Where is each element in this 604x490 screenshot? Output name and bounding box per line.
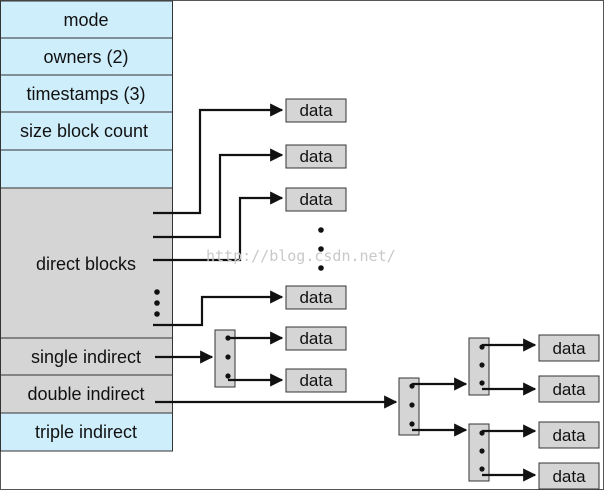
data-block bbox=[538, 334, 600, 362]
index-block bbox=[398, 377, 420, 436]
data-block-label: data bbox=[552, 426, 586, 445]
data-block-label: data bbox=[299, 371, 333, 390]
data-block bbox=[285, 98, 347, 123]
timestamps-label: timestamps (3) bbox=[26, 84, 145, 104]
triple-indirect-label: triple indirect bbox=[35, 422, 137, 442]
index-block bbox=[214, 329, 236, 388]
data-block-label: data bbox=[299, 329, 333, 348]
data-block bbox=[538, 462, 600, 490]
data-block-label: data bbox=[299, 147, 333, 166]
direct-blocks-label: direct blocks bbox=[36, 254, 136, 274]
data-block bbox=[538, 375, 600, 403]
data-block-label: data bbox=[552, 339, 586, 358]
data-block bbox=[285, 285, 347, 310]
double-indirect-structure: data data data data bbox=[155, 334, 600, 490]
watermark: http://blog.csdn.net/ bbox=[206, 247, 396, 265]
data-block bbox=[285, 368, 347, 393]
direct-pointer-last bbox=[153, 290, 284, 327]
size-block-count-cell bbox=[0, 111, 173, 151]
data-block bbox=[538, 421, 600, 449]
data-block-label: data bbox=[552, 467, 586, 486]
mode-label: mode bbox=[63, 10, 108, 30]
data-block-label: data bbox=[299, 288, 333, 307]
size-block-count-label: size block count bbox=[20, 121, 148, 141]
direct-pointers bbox=[153, 103, 284, 327]
direct-pointer-1 bbox=[153, 103, 284, 215]
single-indirect-structure: data data bbox=[155, 326, 347, 393]
double-indirect-cell bbox=[0, 374, 173, 414]
data-block-label: data bbox=[552, 380, 586, 399]
empty-cell bbox=[0, 149, 173, 189]
index-block bbox=[468, 423, 490, 482]
triple-indirect-cell bbox=[0, 412, 173, 452]
data-block bbox=[285, 187, 347, 212]
single-indirect-label: single indirect bbox=[31, 347, 141, 367]
single-indirect-cell bbox=[0, 337, 173, 376]
data-block bbox=[285, 326, 347, 351]
direct-pointer-3 bbox=[153, 191, 284, 262]
direct-blocks-ellipsis bbox=[154, 289, 160, 317]
inode-table: mode owners (2) timestamps (3) size bloc… bbox=[0, 0, 173, 452]
data-block-label: data bbox=[299, 101, 333, 120]
direct-pointer-2 bbox=[153, 148, 284, 239]
owners-label: owners (2) bbox=[43, 47, 128, 67]
timestamps-cell bbox=[0, 74, 173, 113]
direct-data-blocks: data data data data bbox=[285, 98, 347, 310]
data-block-label: data bbox=[299, 190, 333, 209]
data-blocks-ellipsis bbox=[318, 227, 324, 271]
double-indirect-label: double indirect bbox=[27, 384, 144, 404]
data-block bbox=[285, 144, 347, 169]
index-block bbox=[468, 337, 490, 396]
owners-cell bbox=[0, 37, 173, 76]
